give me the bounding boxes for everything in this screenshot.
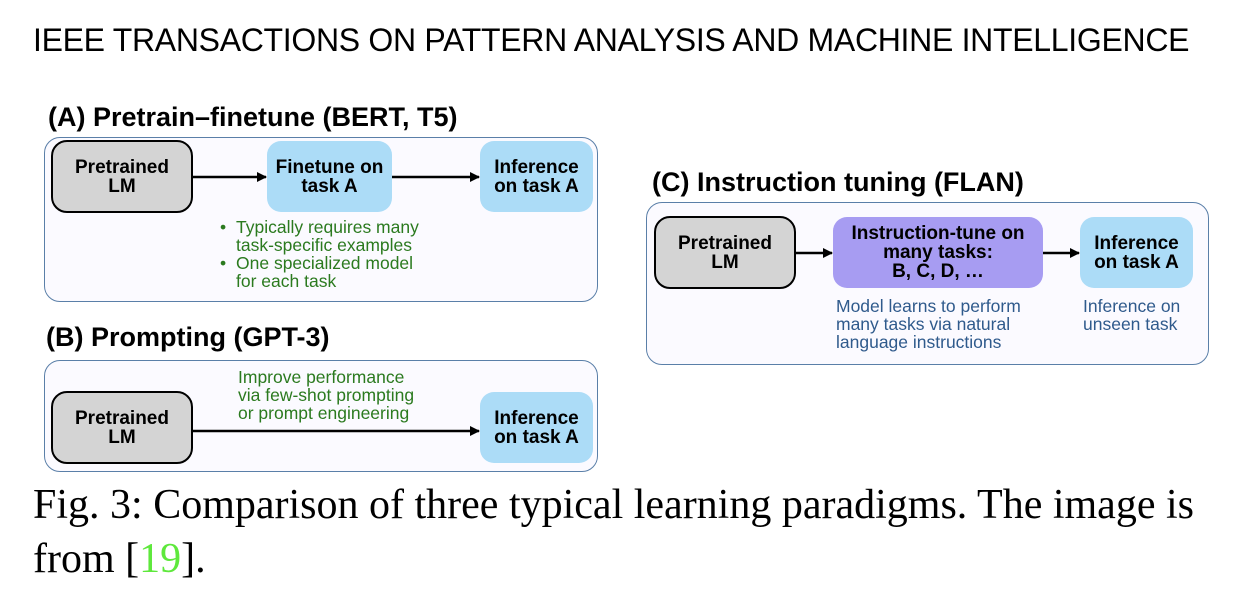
node-label: Pretrained bbox=[678, 232, 772, 254]
note-line: language instructions bbox=[836, 332, 1002, 352]
note-line: unseen task bbox=[1083, 314, 1178, 334]
note-line: many tasks via natural bbox=[836, 314, 1011, 334]
panel-b-title: (B) Prompting (GPT-3) bbox=[46, 322, 330, 352]
node-label: task A bbox=[301, 175, 358, 197]
node-label: LM bbox=[108, 426, 136, 448]
node-label: LM bbox=[108, 175, 136, 197]
node-label: Inference bbox=[494, 156, 579, 178]
node-label: Finetune on bbox=[275, 156, 384, 178]
figure-caption: Fig. 3: Comparison of three typical lear… bbox=[33, 478, 1243, 586]
bullet-text: One specialized model bbox=[236, 253, 414, 273]
node-label: Pretrained bbox=[75, 156, 169, 178]
node-label: Inference bbox=[1094, 232, 1179, 254]
note-line: or prompt engineering bbox=[238, 403, 410, 423]
panel-b-arrow-note: Improve performance via few-shot prompti… bbox=[238, 368, 414, 422]
node-label: on task A bbox=[1094, 251, 1179, 273]
caption-text-end: ]. bbox=[181, 536, 206, 582]
bullet-text: for each task bbox=[236, 271, 337, 291]
node-label: LM bbox=[711, 251, 739, 273]
node-label: Instruction-tune on bbox=[851, 223, 1025, 244]
node-label: on task A bbox=[494, 175, 579, 197]
node-label: Pretrained bbox=[75, 407, 169, 429]
bullet-text: task-specific examples bbox=[236, 235, 413, 255]
panel-c-note-unseen-task: Inference on unseen task bbox=[1083, 297, 1180, 333]
node-label: Inference bbox=[494, 407, 579, 429]
node-label: B, C, D, … bbox=[892, 261, 984, 282]
note-line: via few-shot prompting bbox=[238, 385, 415, 405]
note-line: Inference on bbox=[1083, 296, 1181, 316]
journal-header: IEEE TRANSACTIONS ON PATTERN ANALYSIS AN… bbox=[33, 22, 1190, 58]
citation-link[interactable]: 19 bbox=[139, 536, 182, 582]
note-line: Model learns to perform bbox=[836, 296, 1021, 316]
panel-c-title: (C) Instruction tuning (FLAN) bbox=[652, 167, 1024, 197]
panel-c-note-model-learns: Model learns to perform many tasks via n… bbox=[836, 297, 1021, 351]
node-label: many tasks: bbox=[883, 242, 993, 263]
panel-a-title: (A) Pretrain–finetune (BERT, T5) bbox=[48, 102, 458, 132]
caption-text: Fig. 3: Comparison of three typical lear… bbox=[33, 482, 1194, 582]
note-line: Improve performance bbox=[238, 367, 405, 387]
bullet-text: Typically requires many bbox=[236, 217, 419, 237]
node-label: on task A bbox=[494, 426, 579, 448]
